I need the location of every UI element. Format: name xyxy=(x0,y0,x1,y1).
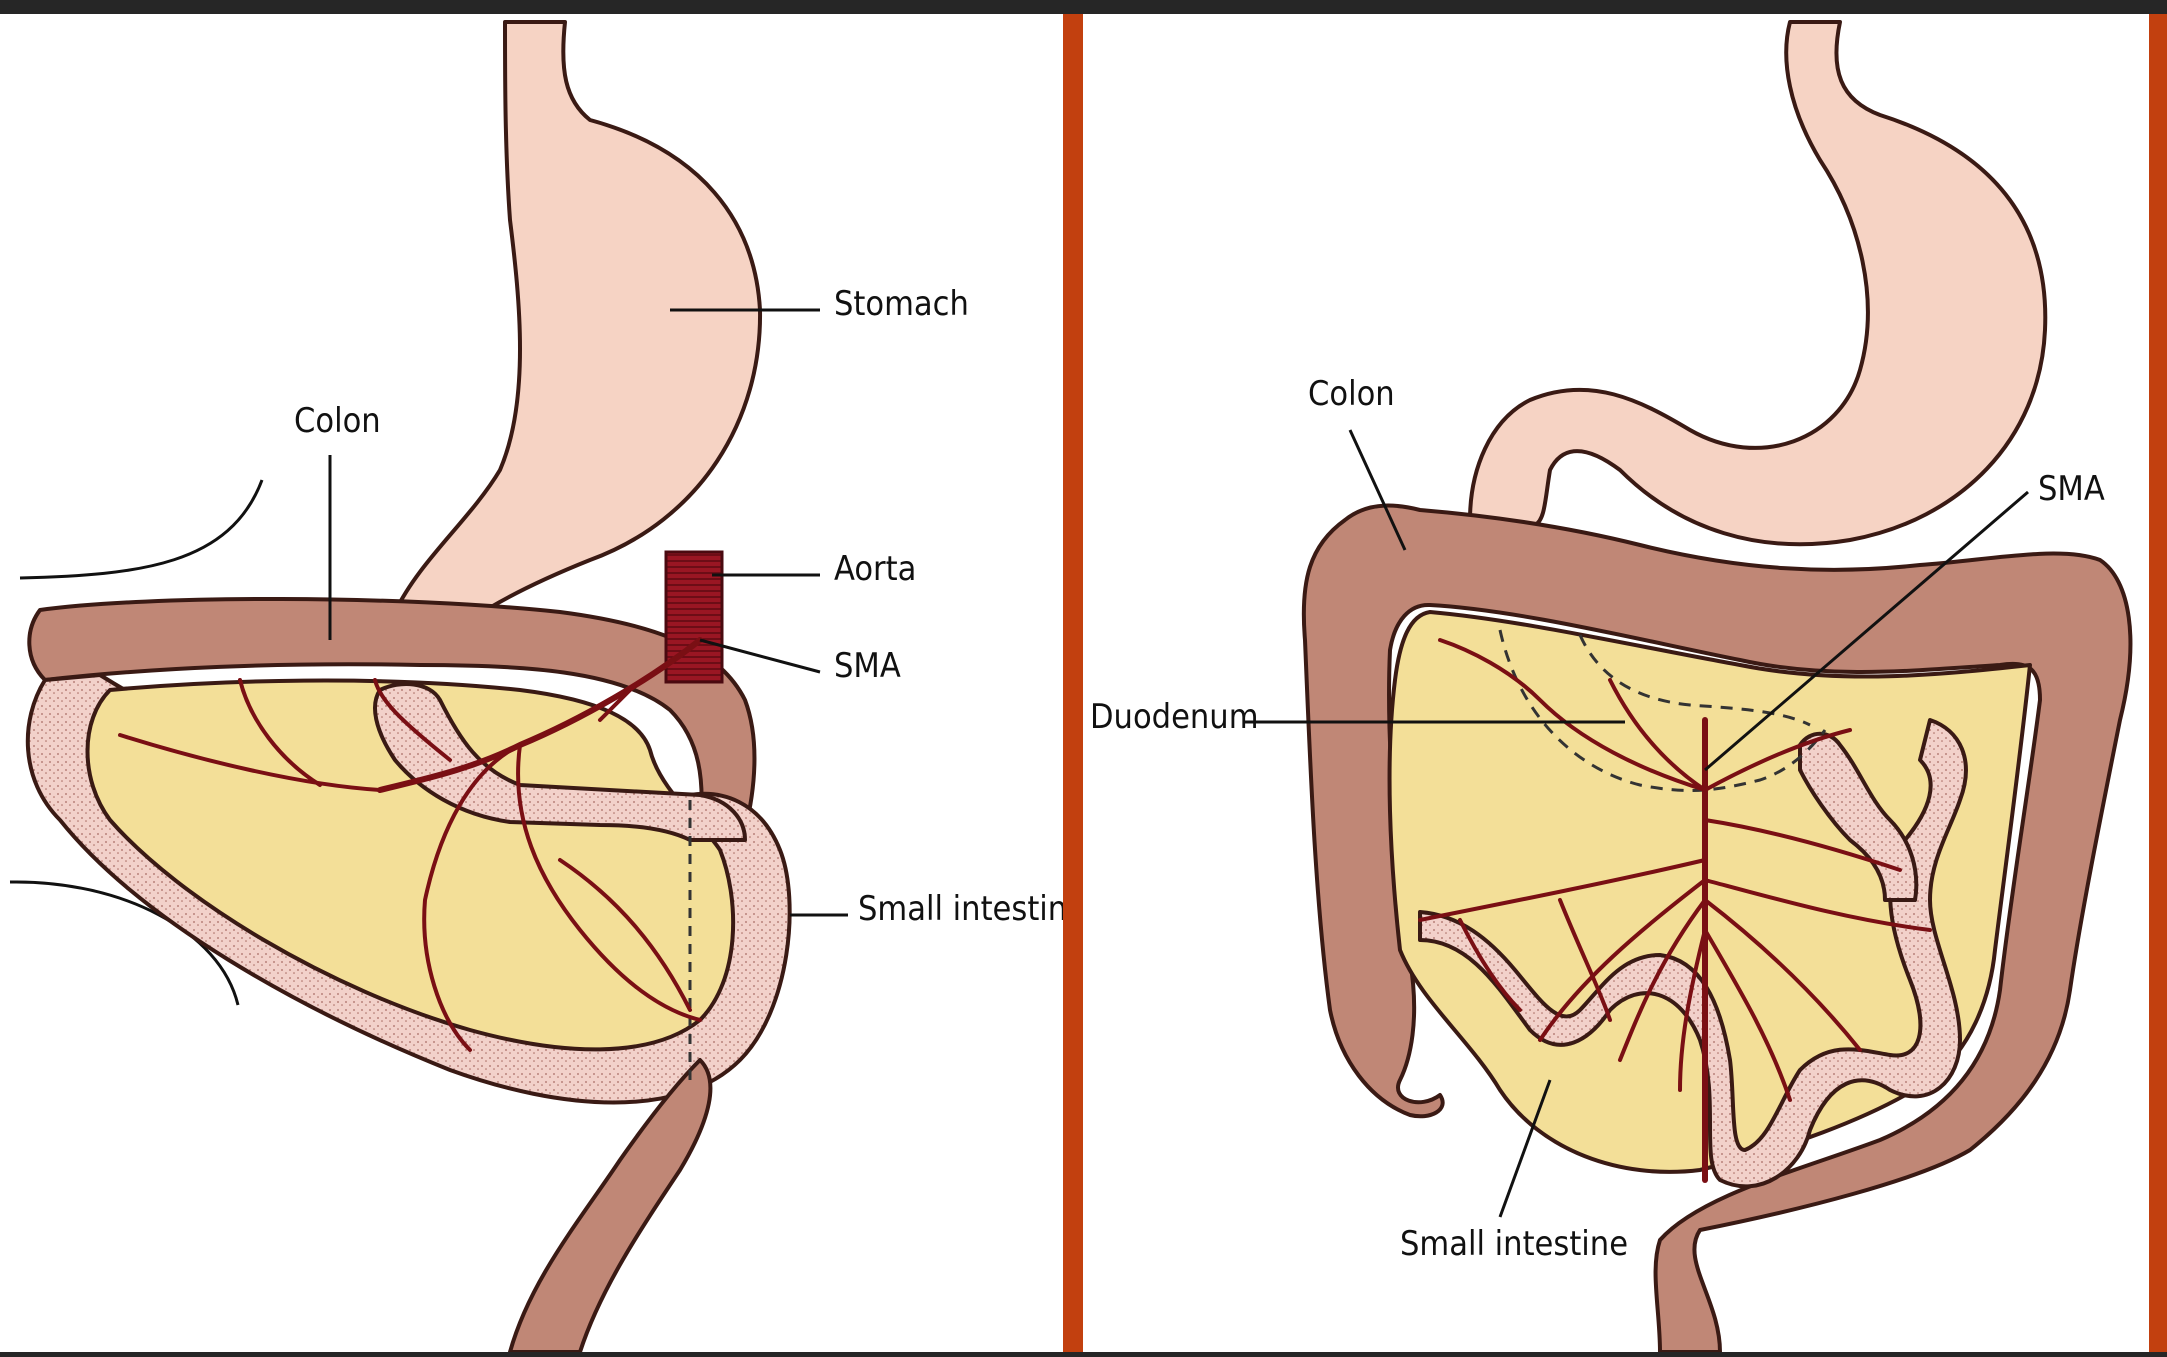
right-duodenum-outline xyxy=(1498,629,1827,792)
left-mesentery xyxy=(85,678,736,1052)
right-edge-border xyxy=(2149,14,2167,1352)
right-label-sma: SMA xyxy=(2038,469,2105,509)
right-colon xyxy=(1301,503,2133,1354)
left-label-stomach: Stomach xyxy=(834,284,969,324)
left-sma-leader xyxy=(699,638,821,674)
top-bar xyxy=(0,0,2167,14)
panel-divider xyxy=(1063,14,1083,1352)
left-label-sma: SMA xyxy=(834,646,901,686)
left-panel: Stomach Colon Aorta SMA Small intestine xyxy=(0,14,1086,1354)
left-label-aorta: Aorta xyxy=(834,549,916,589)
right-label-colon: Colon xyxy=(1308,374,1395,414)
left-stomach xyxy=(393,20,763,622)
right-colon-leader xyxy=(1348,429,1407,551)
right-small-intestine-leader xyxy=(1498,1079,1552,1218)
left-label-small-intestine: Small intestine xyxy=(858,889,1086,929)
left-colon xyxy=(27,596,757,832)
left-body-wall-upper xyxy=(19,479,264,580)
right-small-intestine-upper xyxy=(1798,731,1919,902)
left-sma-vessels xyxy=(118,637,703,1052)
right-small-intestine xyxy=(1418,718,1968,1189)
right-sma-leader xyxy=(1704,490,2029,772)
right-label-duodenum: Duodenum xyxy=(1090,697,1259,737)
right-panel: Colon SMA Duodenum Small intestine xyxy=(1083,14,2167,1354)
left-label-colon: Colon xyxy=(294,401,381,441)
right-sma-vessels xyxy=(1418,638,1932,1183)
right-stomach xyxy=(1468,20,2048,547)
right-label-small-intestine: Small intestine xyxy=(1400,1224,1628,1264)
